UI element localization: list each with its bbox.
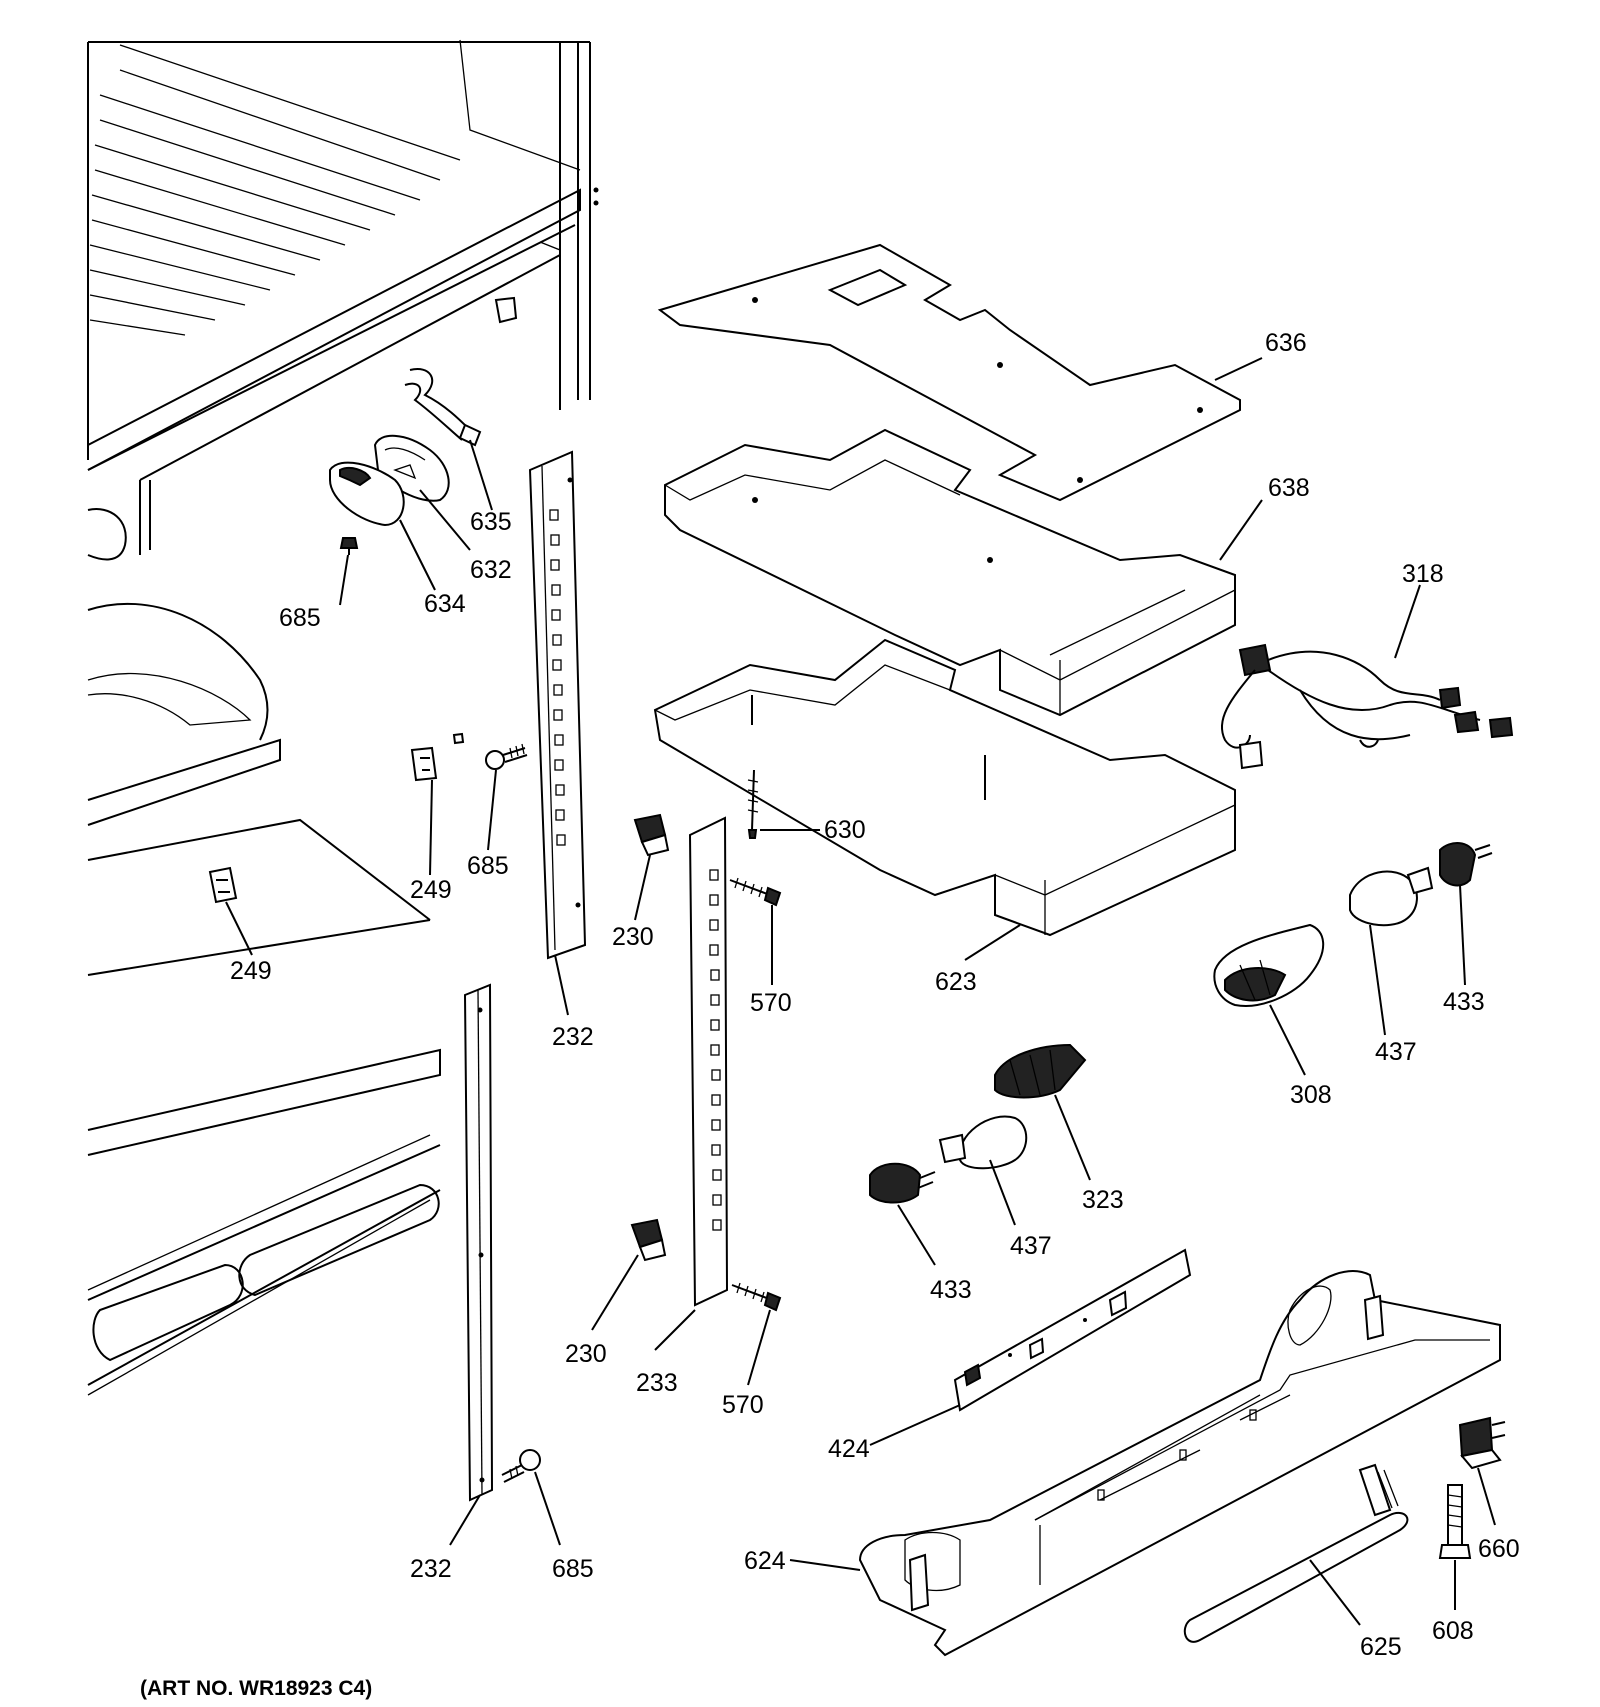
part-638-insulation [664, 428, 1236, 717]
callout-636: 636 [1265, 329, 1307, 357]
callout-424: 424 [828, 1435, 870, 1463]
part-424-control-board [953, 1248, 1192, 1412]
callout-433-a: 433 [1443, 988, 1485, 1016]
callout-437-b: 437 [1010, 1232, 1052, 1260]
part-437-bulb-lower [938, 1115, 1028, 1170]
refrigerator-cabinet [87, 39, 599, 1396]
callout-232-b: 232 [410, 1555, 452, 1583]
part-570-screw-lower [731, 1282, 782, 1312]
art-number: (ART NO. WR18923 C4) [140, 1677, 372, 1700]
part-433-socket-lower [869, 1162, 936, 1204]
callout-308: 308 [1290, 1081, 1332, 1109]
callout-249-b: 249 [230, 957, 272, 985]
callout-624: 624 [744, 1547, 786, 1575]
callout-635: 635 [470, 508, 512, 536]
callout-437-a: 437 [1375, 1038, 1417, 1066]
part-570-screw-upper [729, 877, 782, 907]
part-233-rail-center [688, 816, 729, 1307]
part-625-strip [1183, 1463, 1409, 1643]
part-623-housing [653, 638, 1236, 937]
part-630-long-screw [747, 769, 759, 839]
callout-433-b: 433 [930, 1276, 972, 1304]
callout-230-b: 230 [565, 1340, 607, 1368]
part-232-rail-lower [463, 983, 494, 1502]
callout-660: 660 [1478, 1535, 1520, 1563]
part-660-relay [1458, 1416, 1506, 1470]
callout-232-a: 232 [552, 1023, 594, 1051]
part-685-screw-mid [485, 743, 528, 770]
part-230-bracket-upper [633, 813, 670, 857]
callout-249-a: 249 [410, 876, 452, 904]
part-249-clip-upper [410, 732, 465, 782]
callout-630: 630 [824, 816, 866, 844]
callout-608: 608 [1432, 1617, 1474, 1645]
part-636-cover-plate [657, 243, 1241, 502]
part-433-socket-upper [1439, 842, 1493, 887]
callout-685-b: 685 [467, 852, 509, 880]
callout-638: 638 [1268, 474, 1310, 502]
part-249-clip-lower [208, 866, 238, 904]
part-230-bracket-lower [630, 1218, 667, 1262]
part-318-wire-harness [1220, 643, 1514, 770]
callout-623: 623 [935, 968, 977, 996]
callout-233: 233 [636, 1369, 678, 1397]
callout-labels: 636 638 318 635 632 634 685 630 249 685 … [230, 329, 1520, 1661]
callout-323: 323 [1082, 1186, 1124, 1214]
part-437-bulb-upper [1349, 866, 1434, 927]
callout-632: 632 [470, 556, 512, 584]
part-323-lamp-shield [994, 1043, 1087, 1099]
callout-318: 318 [1402, 560, 1444, 588]
callout-634: 634 [424, 590, 466, 618]
part-685-screw-small [339, 537, 359, 555]
part-634-light-lens [329, 461, 405, 527]
part-635-tube [404, 368, 482, 447]
callout-625: 625 [1360, 1633, 1402, 1661]
callout-230-a: 230 [612, 923, 654, 951]
part-624-lower-housing [858, 1270, 1501, 1657]
part-685-screw-lower [501, 1449, 541, 1483]
part-232-rail-upper [528, 450, 587, 960]
callout-570-a: 570 [750, 989, 792, 1017]
part-308-lamp-cover [1213, 923, 1325, 1007]
callout-570-b: 570 [722, 1391, 764, 1419]
callout-685-a: 685 [279, 604, 321, 632]
part-608-bolt [1438, 1484, 1472, 1559]
callout-685-c: 685 [552, 1555, 594, 1583]
leader-lines [225, 357, 1496, 1626]
